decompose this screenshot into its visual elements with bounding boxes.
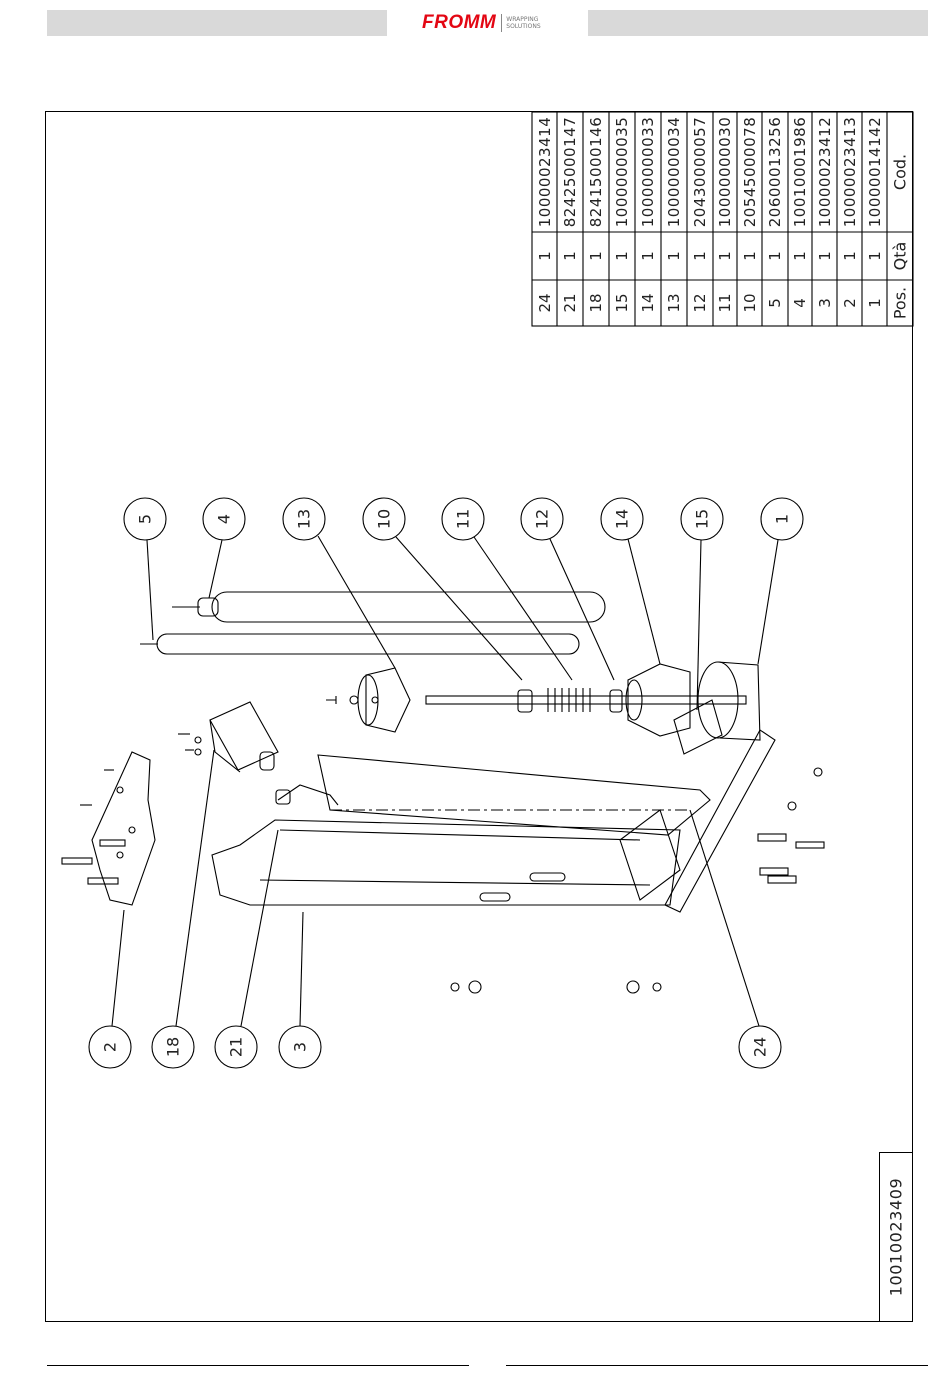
drawing-code-box: 10010023409 (879, 1152, 913, 1322)
balloon-label: 24 (750, 1036, 770, 1058)
table-qty-cell: 1 (866, 251, 884, 261)
table-pos-cell: 18 (587, 293, 605, 313)
table-code-cell: 10000000030 (716, 116, 734, 228)
table-header-pos: Pos. (890, 286, 910, 320)
balloon-label: 4 (214, 513, 234, 525)
drawing-code: 10010023409 (886, 1177, 906, 1297)
table-pos-cell: 10 (741, 293, 759, 313)
bolts-right (757, 767, 825, 884)
balloon-label: 18 (163, 1036, 183, 1058)
drawing-frame (45, 111, 913, 1322)
tagline-line-2: SOLUTIONS (506, 23, 541, 30)
shaft-assembly (425, 661, 761, 755)
footer-line-right (506, 1365, 928, 1366)
balloon-label: 15 (692, 508, 712, 530)
brand-tagline: WRAPPING SOLUTIONS (506, 16, 540, 30)
table-code-cell: 10000000033 (639, 116, 657, 228)
table-qty-cell: 1 (536, 251, 554, 261)
table-pos-cell: 15 (613, 293, 631, 313)
table-header-qty: Qtà (890, 241, 910, 271)
balloon-label: 14 (612, 508, 632, 530)
table-pos-cell: 11 (716, 293, 734, 313)
main-frame-3 (211, 729, 776, 913)
table-code-cell: 10000000034 (665, 116, 683, 228)
table-code-cell: 82415000146 (587, 116, 605, 228)
balloon-circles (88, 497, 804, 1069)
table-code-cell: 10000023413 (841, 116, 859, 228)
balloon-label: 12 (532, 508, 552, 530)
table-qty-cell: 1 (587, 251, 605, 261)
parts-table-grid (531, 111, 914, 327)
roller-4 (172, 591, 606, 623)
balloon-label: 2 (100, 1041, 120, 1053)
balloon-label: 13 (294, 508, 314, 530)
balloon-label: 21 (226, 1036, 246, 1058)
table-code-cell: 10000014142 (866, 116, 884, 228)
motor-box-18 (178, 701, 279, 773)
table-pos-cell: 12 (691, 293, 709, 313)
leader-lines (111, 535, 779, 1027)
table-qty-cell: 1 (691, 251, 709, 261)
table-qty-cell: 1 (816, 251, 834, 261)
tagline-line-1: WRAPPING (506, 16, 539, 23)
header-bar-left (47, 10, 387, 36)
table-code-cell: 82425000147 (561, 116, 579, 228)
table-code-cell: 10010001986 (791, 116, 809, 228)
table-qty-cell: 1 (841, 251, 859, 261)
table-pos-cell: 13 (665, 293, 683, 313)
table-code-cell: 20600013256 (766, 116, 784, 228)
table-qty-cell: 1 (791, 251, 809, 261)
brand-name: FROMM (422, 12, 497, 33)
table-qty-cell: 1 (741, 251, 759, 261)
table-qty-cell: 1 (639, 251, 657, 261)
table-qty-cell: 1 (716, 251, 734, 261)
table-code-cell: 10000023414 (536, 116, 554, 228)
table-pos-cell: 2 (841, 298, 859, 308)
table-pos-cell: 14 (639, 293, 657, 313)
table-pos-cell: 1 (866, 298, 884, 308)
table-qty-cell: 1 (613, 251, 631, 261)
table-code-cell: 20545000078 (741, 116, 759, 228)
table-qty-cell: 1 (665, 251, 683, 261)
cable-clamp-21 (277, 784, 339, 806)
logo-divider (501, 14, 503, 32)
table-code-cell: 10000023412 (816, 116, 834, 228)
balloon-label: 1 (772, 513, 792, 525)
table-qty-cell: 1 (766, 251, 784, 261)
nuts (450, 980, 662, 994)
table-code-cell: 10000000035 (613, 116, 631, 228)
footer-line-left (47, 1365, 469, 1366)
balloon-label: 5 (135, 513, 155, 525)
table-pos-cell: 21 (561, 293, 579, 313)
table-header-cod: Cod. (890, 153, 910, 191)
roller-5 (140, 633, 580, 655)
table-pos-cell: 24 (536, 293, 554, 313)
table-pos-cell: 3 (816, 298, 834, 308)
cone-13 (357, 667, 411, 733)
balloon-label: 11 (453, 508, 473, 530)
table-qty-cell: 1 (561, 251, 579, 261)
balloon-label: 3 (290, 1041, 310, 1053)
bracket-plate-2 (61, 751, 156, 906)
table-pos-cell: 4 (791, 298, 809, 308)
header-bar-right (588, 10, 928, 36)
brand-logo: FROMM WRAPPING SOLUTIONS (422, 10, 541, 36)
table-code-cell: 20430000057 (691, 116, 709, 228)
table-pos-cell: 5 (766, 298, 784, 308)
balloon-label: 10 (374, 508, 394, 530)
